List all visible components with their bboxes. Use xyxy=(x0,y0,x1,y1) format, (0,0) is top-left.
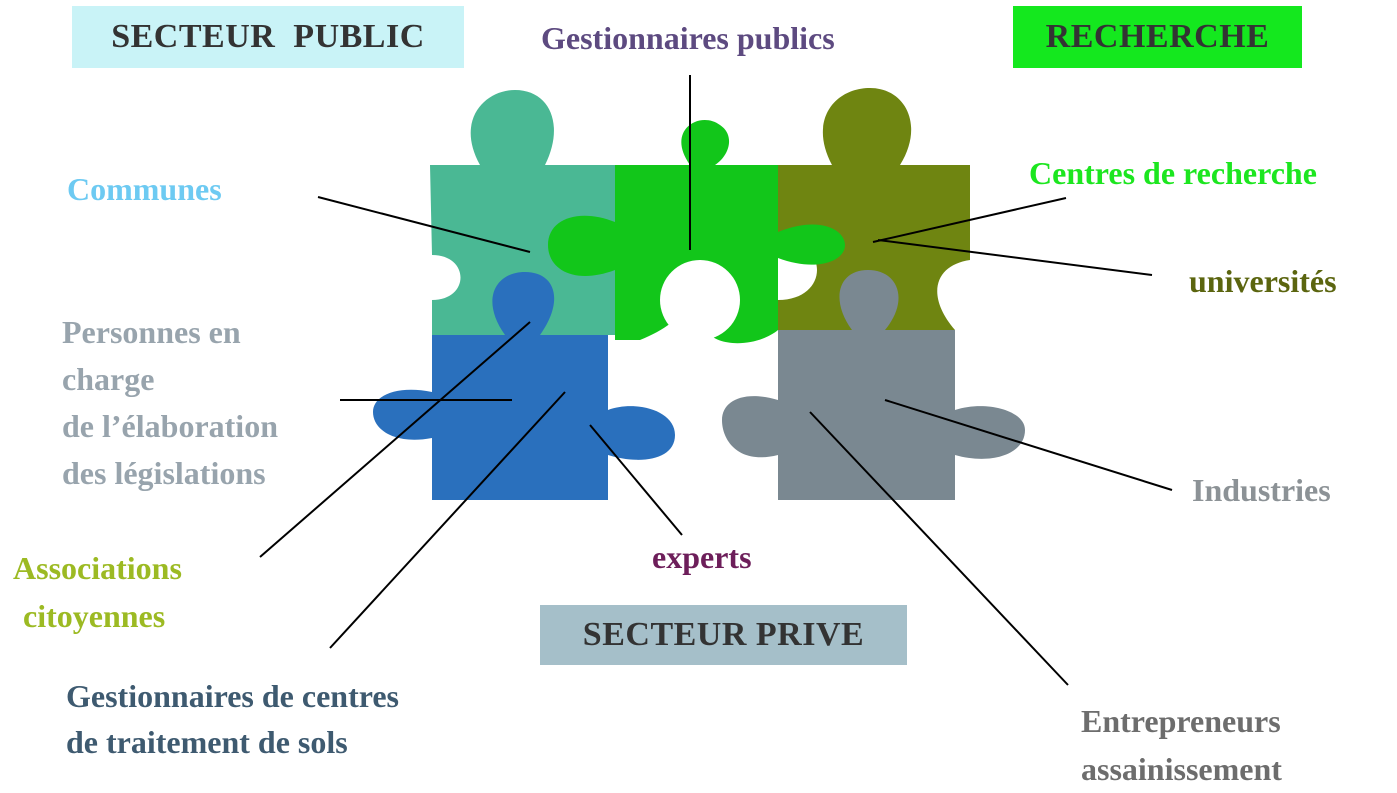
label-entrepreneurs-line-1: Entrepreneurs xyxy=(1081,703,1281,739)
label-associations-line-1: Associations xyxy=(13,550,182,586)
line-universites xyxy=(877,239,1153,276)
secteur-prive-label: SECTEUR PRIVE xyxy=(582,616,865,653)
puzzle-piece-public xyxy=(430,90,615,335)
label-entrepreneurs-assainissement: Entrepreneurs assainissement xyxy=(1081,697,1282,793)
secteur-prive-box: SECTEUR PRIVE xyxy=(540,605,907,665)
recherche-label: RECHERCHE xyxy=(1045,18,1270,55)
line-industries xyxy=(884,399,1173,491)
label-centres-de-recherche: Centres de recherche xyxy=(1029,155,1317,191)
line-experts xyxy=(589,424,683,536)
label-gestionnaires-centres-line-1: Gestionnaires de centres xyxy=(66,678,399,714)
line-communes xyxy=(317,196,531,253)
line-centres-recherche xyxy=(872,197,1067,243)
label-communes: Communes xyxy=(67,171,222,207)
label-personnes-line-2: charge xyxy=(62,361,155,397)
line-associations xyxy=(259,321,531,558)
connector-lines xyxy=(259,75,1173,686)
puzzle-piece-grey xyxy=(722,270,1025,500)
label-universites: universités xyxy=(1189,263,1337,299)
recherche-box: RECHERCHE xyxy=(1013,6,1302,68)
secteur-public-box: SECTEUR PUBLIC xyxy=(72,6,464,68)
label-personnes-legislations: Personnes en charge de l’élaboration des… xyxy=(62,309,278,497)
label-associations-citoyennes: Associations citoyennes xyxy=(13,544,182,640)
puzzle-piece-center xyxy=(548,119,845,344)
label-gestionnaires-centres-line-2: de traitement de sols xyxy=(66,724,348,760)
label-personnes-line-3: de l’élaboration xyxy=(62,408,278,444)
label-entrepreneurs-line-2: assainissement xyxy=(1081,751,1282,787)
puzzle-piece-recherche xyxy=(778,88,970,330)
line-entrepreneurs xyxy=(809,411,1069,686)
puzzle-piece-blue xyxy=(373,272,675,500)
line-gestionnaires-centres xyxy=(329,391,566,649)
label-personnes-line-1: Personnes en xyxy=(62,314,241,350)
label-industries: Industries xyxy=(1192,472,1331,508)
secteur-public-label: SECTEUR PUBLIC xyxy=(111,18,425,55)
label-gestionnaires-centres: Gestionnaires de centres de traitement d… xyxy=(66,673,399,765)
label-associations-line-2: citoyennes xyxy=(23,598,166,634)
label-personnes-line-4: des législations xyxy=(62,455,266,491)
label-experts: experts xyxy=(652,539,752,575)
label-gestionnaires-publics: Gestionnaires publics xyxy=(541,20,835,56)
